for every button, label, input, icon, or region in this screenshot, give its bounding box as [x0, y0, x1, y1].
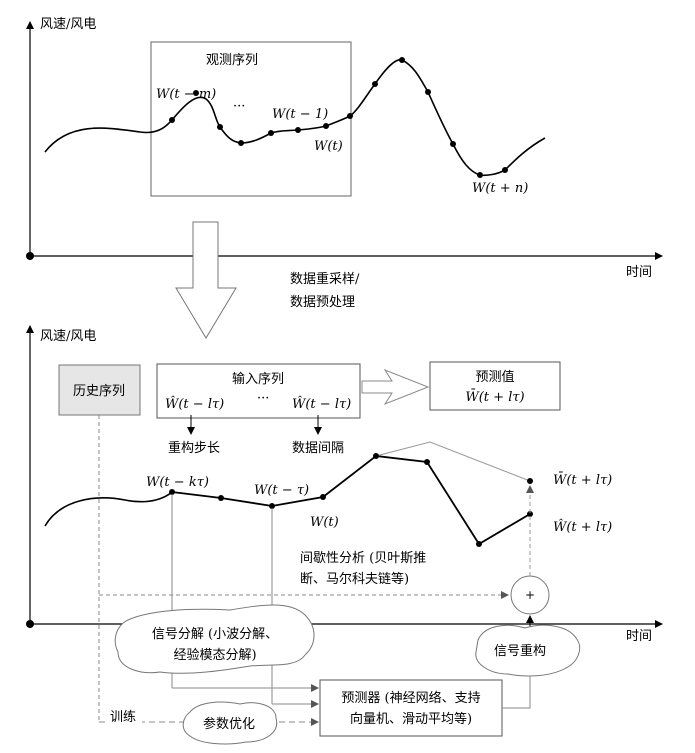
- intermittency-line2: 断、马尔科夫链等): [300, 571, 409, 587]
- sample-point: [373, 453, 379, 459]
- sample-point: [527, 478, 533, 484]
- transition-label-line1: 数据重采样/: [290, 271, 360, 287]
- label-w-t-minus-m: W(t − m): [156, 87, 216, 102]
- bottom-origin-dot: [26, 620, 34, 628]
- input-right-term: Ŵ(t − lτ): [292, 396, 351, 412]
- transition: 数据重采样/ 数据预处理: [175, 221, 360, 339]
- top-origin-dot: [26, 252, 34, 260]
- top-y-axis-label: 风速/风电: [40, 17, 96, 32]
- sample-point: [477, 172, 483, 178]
- observation-window: [150, 41, 352, 197]
- sample-point: [238, 140, 244, 146]
- input-ellipsis: ···: [257, 391, 269, 406]
- observation-window-title: 观测序列: [206, 53, 258, 68]
- sample-point: [347, 113, 353, 119]
- decomposition-line2: 经验模态分解): [173, 647, 256, 663]
- bottom-history-curve: [44, 491, 173, 527]
- parameter-optimization-cloud: [182, 701, 278, 745]
- sample-point: [323, 123, 329, 129]
- label-bar-prediction: W̄(t + lτ): [553, 472, 612, 488]
- bottom-sample-points: [169, 453, 533, 547]
- reconstruction-label: 信号重构: [494, 643, 546, 659]
- bottom-x-axis-label: 时间: [626, 629, 652, 644]
- interval-label: 数据间隔: [292, 441, 344, 456]
- sample-point: [295, 127, 301, 133]
- parameter-optimization-label: 参数优化: [203, 716, 255, 732]
- top-x-axis-label: 时间: [626, 265, 652, 280]
- sample-point: [502, 167, 508, 173]
- big-down-arrow: [175, 221, 237, 339]
- label-bottom-w-t: W(t): [310, 515, 339, 530]
- history-box-label: 历史序列: [73, 384, 125, 399]
- training-label-bg: [108, 708, 142, 725]
- sample-point: [218, 495, 224, 501]
- sample-point: [169, 117, 175, 123]
- signal-decomposition-cloud: [114, 604, 315, 674]
- input-sequence-box: [156, 363, 361, 419]
- input-sequence-title: 输入序列: [232, 371, 284, 387]
- summing-node-symbol: +: [525, 588, 535, 602]
- label-w-t-minus-ktau: W(t − kτ): [146, 475, 209, 490]
- sample-point: [193, 90, 199, 96]
- predictor-box: [319, 679, 503, 737]
- predictor-line1: 预测器 (神经网络、支持: [341, 690, 480, 706]
- transition-label-line2: 数据预处理: [290, 295, 355, 310]
- sample-point: [169, 489, 175, 495]
- label-w-t-minus-tau: W(t − τ): [254, 483, 309, 498]
- label-w-t-plus-n: W(t + n): [472, 181, 528, 196]
- signal-reconstruction-cloud: [475, 624, 581, 677]
- sample-point: [269, 503, 275, 509]
- top-ellipsis: ···: [233, 99, 245, 114]
- decomposition-line1: 信号分解 (小波分解、: [152, 627, 278, 642]
- training-label: 训练: [110, 710, 136, 725]
- sample-point: [425, 89, 431, 95]
- bottom-panel: 风速/风电 时间 历史序列 输入序列 Ŵ(t − lτ) ··· Ŵ(t − l…: [26, 325, 663, 745]
- input-left-term: Ŵ(t − lτ): [165, 396, 224, 412]
- resampled-series: [171, 455, 531, 546]
- sample-point: [476, 541, 482, 547]
- label-hat-prediction: Ŵ(t + lτ): [553, 519, 612, 535]
- sample-point: [217, 124, 223, 130]
- prediction-box-value: W̄(t + lτ): [465, 389, 524, 405]
- sample-point: [268, 130, 274, 136]
- prediction-box: [429, 361, 561, 411]
- label-w-t: W(t): [314, 139, 343, 154]
- intermittency-line1: 间歇性分析 (贝叶斯推: [300, 551, 426, 566]
- sample-point: [320, 494, 326, 500]
- step-label: 重构步长: [168, 440, 220, 456]
- bottom-y-axis-label: 风速/风电: [40, 329, 96, 344]
- sample-point: [424, 459, 430, 465]
- sample-point: [450, 141, 456, 147]
- label-w-t-minus-1: W(t − 1): [272, 107, 328, 122]
- top-panel: 风速/风电 时间 观测序列 W(t − m) ··· W(t − 1) W(t: [26, 17, 663, 280]
- hollow-arrow-to-prediction: [361, 368, 430, 406]
- sample-point: [527, 511, 533, 517]
- predictor-to-reconstruction-line: [502, 676, 531, 709]
- prediction-box-title: 预测值: [475, 369, 514, 385]
- history-box: [58, 364, 141, 416]
- predictor-line2: 向量机、滑动平均等): [350, 711, 472, 727]
- sample-point: [372, 81, 378, 87]
- predicted-path-gray: [375, 441, 531, 482]
- sample-point: [399, 57, 405, 63]
- top-sample-points: [169, 57, 508, 178]
